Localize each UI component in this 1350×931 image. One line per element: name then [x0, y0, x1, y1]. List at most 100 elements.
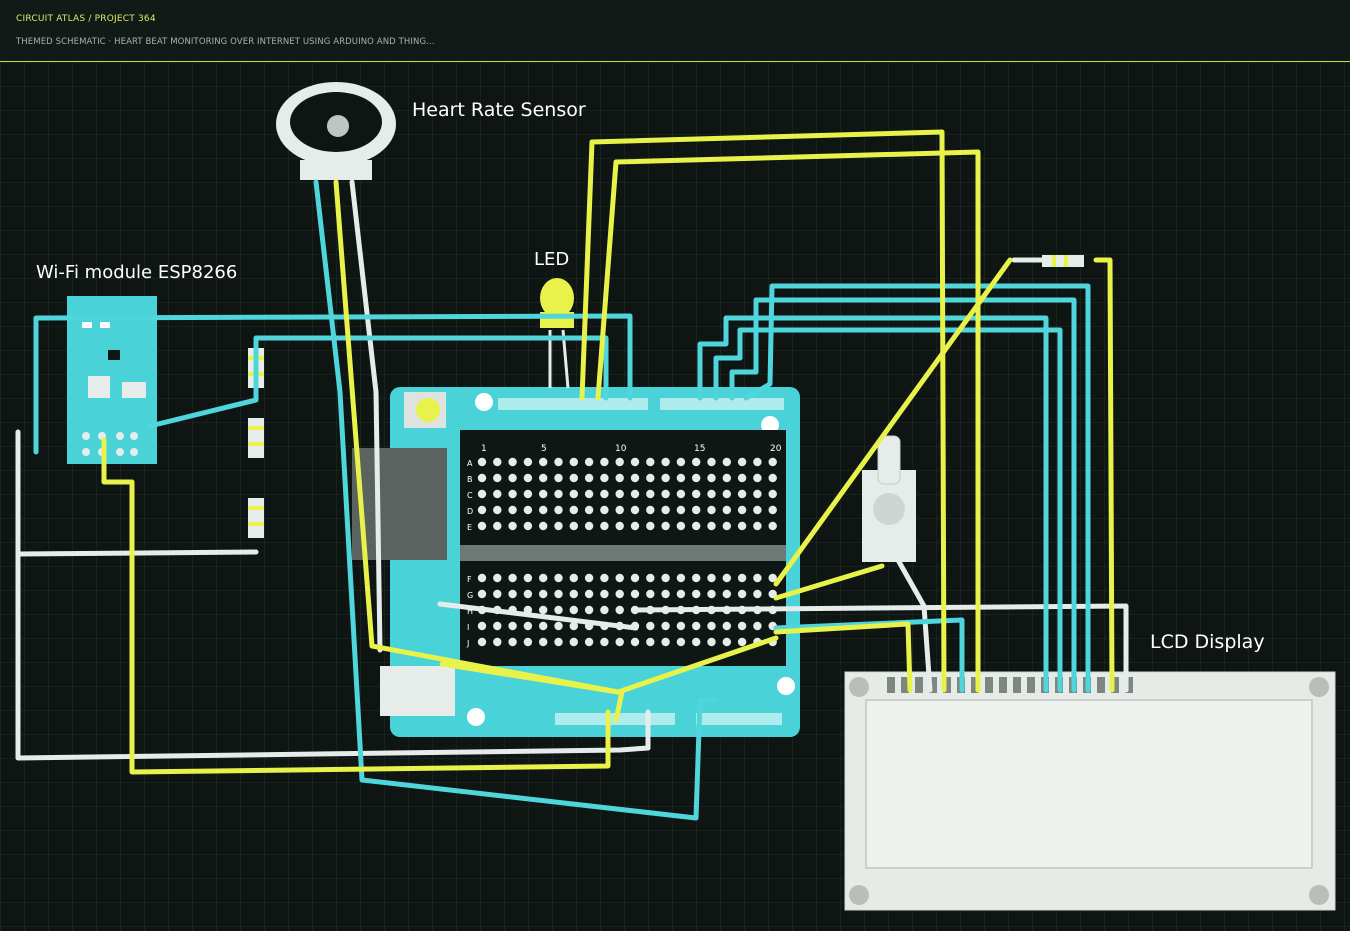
- wire[interactable]: [15, 429, 651, 761]
- breadboard-hole: [539, 573, 548, 583]
- wire[interactable]: [697, 315, 1049, 693]
- breadboard-hole: [661, 473, 670, 483]
- heart-rate-sensor[interactable]: [276, 82, 396, 180]
- breadboard-hole: [554, 589, 563, 599]
- breadboard-hole: [584, 505, 594, 515]
- breadboard-hole: [661, 521, 670, 531]
- wire[interactable]: [437, 601, 639, 631]
- wire[interactable]: [613, 689, 625, 723]
- wire[interactable]: [313, 179, 719, 821]
- breadboard-hole: [707, 621, 716, 631]
- sensor-connector: [300, 160, 372, 180]
- breadboard-hole: [737, 521, 747, 531]
- wire[interactable]: [773, 563, 885, 601]
- breadboard-hole: [477, 589, 487, 599]
- breadboard-hole: [661, 589, 670, 599]
- wire[interactable]: [147, 335, 609, 429]
- breadboard-hole: [722, 621, 731, 631]
- lcd-mount-hole: [849, 677, 869, 697]
- lcd-display[interactable]: [844, 671, 1336, 911]
- breadboard-hole: [722, 505, 731, 515]
- wire[interactable]: [773, 621, 913, 693]
- heart-rate-sensor-label: Heart Rate Sensor: [412, 99, 586, 121]
- breadboard-hole: [539, 505, 548, 515]
- wire[interactable]: [15, 549, 259, 557]
- breadboard-hole: [615, 505, 624, 515]
- resistor[interactable]: [1042, 255, 1084, 267]
- breadboard-hole: [600, 505, 609, 515]
- arduino-board[interactable]: 1 5 10 15 20 A B C D E F G H I J: [352, 387, 800, 737]
- wifi-module-esp8266[interactable]: [67, 296, 157, 464]
- column-number: 15: [694, 444, 705, 454]
- breadboard-hole: [753, 573, 762, 583]
- breadboard-hole: [707, 521, 716, 531]
- breadboard-hole: [523, 505, 533, 515]
- wire[interactable]: [743, 283, 1091, 693]
- breadboard-hole: [676, 489, 686, 499]
- wire[interactable]: [773, 257, 1013, 587]
- breadboard-hole: [508, 505, 517, 515]
- breadboard-hole: [692, 489, 701, 499]
- breadboard-hole: [646, 621, 655, 631]
- breadboard-hole: [753, 473, 762, 483]
- breadboard-hole: [523, 489, 533, 499]
- breadboard-hole: [508, 521, 517, 531]
- wire[interactable]: [333, 179, 779, 695]
- usb-connector: [352, 448, 447, 560]
- wire[interactable]: [439, 661, 621, 695]
- resistor[interactable]: [248, 418, 264, 458]
- wire[interactable]: [1093, 257, 1115, 693]
- breadboard-hole: [493, 637, 502, 647]
- wiring: [15, 129, 1129, 821]
- lcd-screen: [865, 699, 1313, 869]
- breadboard-hole: [477, 573, 487, 583]
- wire[interactable]: [349, 179, 383, 653]
- wire[interactable]: [579, 129, 947, 693]
- breadboard-hole: [477, 621, 487, 631]
- reset-button[interactable]: [416, 398, 440, 422]
- page-header: CIRCUIT ATLAS / PROJECT 364 THEMED SCHEM…: [0, 0, 1350, 62]
- mount-hole: [761, 416, 779, 434]
- breadboard-hole: [539, 521, 548, 531]
- breadboard-hole: [676, 505, 686, 515]
- breadboard-hole: [539, 473, 548, 483]
- wire[interactable]: [595, 149, 981, 693]
- breadboard-hole: [676, 573, 686, 583]
- breadboard-hole: [554, 605, 563, 615]
- breadboard-hole: [661, 621, 670, 631]
- wire[interactable]: [895, 557, 933, 693]
- breadboard-hole: [737, 489, 747, 499]
- breadboard-hole: [661, 573, 670, 583]
- potentiometer[interactable]: [862, 435, 916, 562]
- breadboard-hole: [692, 521, 701, 531]
- wire[interactable]: [101, 437, 611, 775]
- breadboard-hole: [630, 473, 640, 483]
- breadboard-hole: [707, 457, 716, 467]
- breadboard-hole: [569, 473, 578, 483]
- breadboard-hole: [615, 521, 624, 531]
- breadboard-hole: [600, 457, 609, 467]
- wire[interactable]: [729, 297, 1077, 693]
- breadboard-hole: [539, 589, 548, 599]
- breadboard-hole: [508, 621, 517, 631]
- breadboard-hole: [722, 573, 731, 583]
- led-component[interactable]: [540, 278, 574, 389]
- breadboard-hole: [753, 589, 762, 599]
- breadboard-hole: [630, 573, 640, 583]
- wire[interactable]: [713, 327, 1063, 693]
- wire[interactable]: [633, 603, 1129, 693]
- breadboard-hole: [569, 605, 578, 615]
- breadboard-hole: [615, 489, 624, 499]
- breadboard-hole: [737, 573, 747, 583]
- sensor-led: [327, 115, 349, 137]
- breadboard-hole: [615, 573, 624, 583]
- breadboard-hole: [768, 505, 777, 515]
- breadcrumb[interactable]: CIRCUIT ATLAS / PROJECT 364: [16, 14, 156, 24]
- resistor[interactable]: [248, 498, 264, 538]
- breadboard-hole: [554, 473, 563, 483]
- breadboard-holes: [477, 457, 777, 647]
- breadboard-hole: [722, 473, 731, 483]
- breadboard-hole: [661, 489, 670, 499]
- wire[interactable]: [773, 617, 965, 693]
- breadboard-hole: [600, 605, 609, 615]
